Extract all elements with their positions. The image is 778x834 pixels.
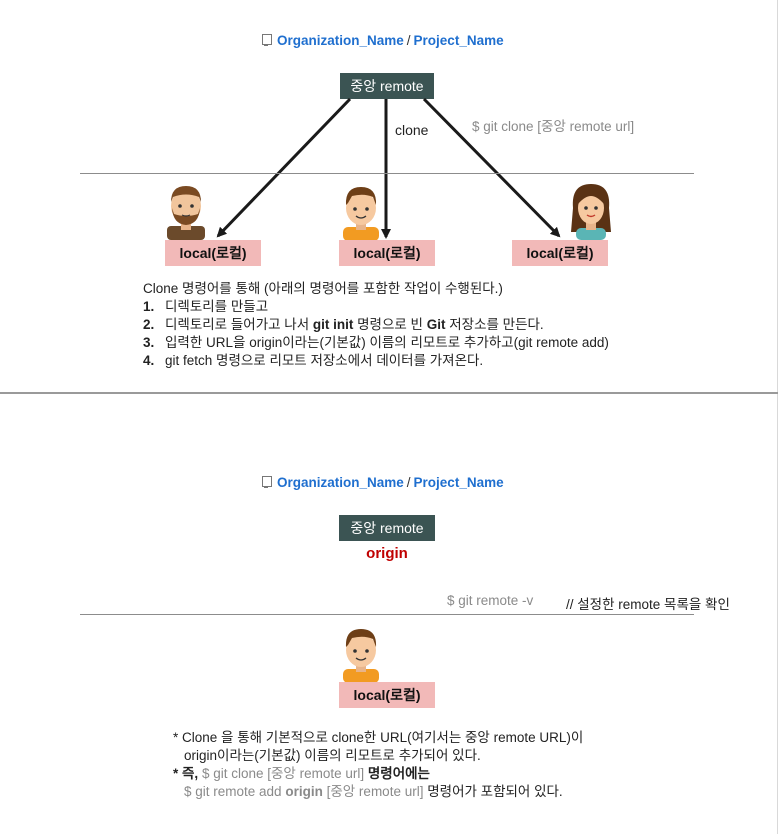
note-1-line-1: * Clone 을 통해 기본적으로 clone한 URL(여기서는 중앙 re… [173,730,584,745]
remote-v-comment: // 설정한 remote 목록을 확인 [566,597,730,612]
step-3: 3.입력한 URL을 origin이라는(기본값) 이름의 리모트로 추가하고(… [143,335,609,350]
section-divider-line-2 [80,614,694,615]
repo-icon [262,476,272,488]
repo-slash: / [406,33,411,48]
repo-title-2: Organization_Name/Project_Name [262,475,504,490]
origin-label: origin [366,545,408,562]
female-avatar-icon [571,184,611,240]
local-box-2: local(로컬) [339,240,435,266]
git-clone-command: $ git clone [중앙 remote url] [472,119,635,134]
boy-avatar-icon [343,629,379,683]
clone-label: clone [395,122,429,138]
boy-avatar-icon [343,187,379,241]
local-box-1: local(로컬) [165,240,261,266]
clone-steps: Clone 명령어를 통해 (아래의 명령어를 포함한 작업이 수행된다.) 1… [143,280,609,370]
project-name-link[interactable]: Project_Name [413,33,504,48]
section-divider-line [80,173,694,174]
repo-icon [262,34,272,46]
male-avatar-icon [167,186,205,240]
panel-divider [0,392,778,394]
central-remote-box: 중앙 remote [340,73,434,99]
org-name-link-2[interactable]: Organization_Name [277,475,404,490]
arrow-left [216,97,352,238]
repo-slash-2: / [406,475,411,490]
note-2: * 즉, $ git clone [중앙 remote url] 명령어에는 [173,766,430,781]
origin-notes: * Clone 을 통해 기본적으로 clone한 URL(여기서는 중앙 re… [173,729,583,801]
git-remote-v-command: $ git remote -v [447,593,534,608]
clone-intro: Clone 명령어를 통해 (아래의 명령어를 포함한 작업이 수행된다.) [143,281,503,296]
project-name-link-2[interactable]: Project_Name [413,475,504,490]
note-3: $ git remote add origin [중앙 remote url] … [184,784,563,799]
step-1: 1.디렉토리를 만들고 [143,299,269,314]
step-2: 2.디렉토리로 들어가고 나서 git init 명령으로 빈 Git 저장소를… [143,317,544,332]
note-1-line-2: origin이라는(기본값) 이름의 리모트로 추가되어 있다. [184,748,481,763]
org-name-link[interactable]: Organization_Name [277,33,404,48]
step-4: 4.git fetch 명령으로 리모트 저장소에서 데이터를 가져온다. [143,353,484,368]
central-remote-box-2: 중앙 remote [339,515,435,541]
arrow-right [422,97,561,238]
local-box-4: local(로컬) [339,682,435,708]
repo-title: Organization_Name/Project_Name [262,33,504,48]
local-box-3: local(로컬) [512,240,608,266]
